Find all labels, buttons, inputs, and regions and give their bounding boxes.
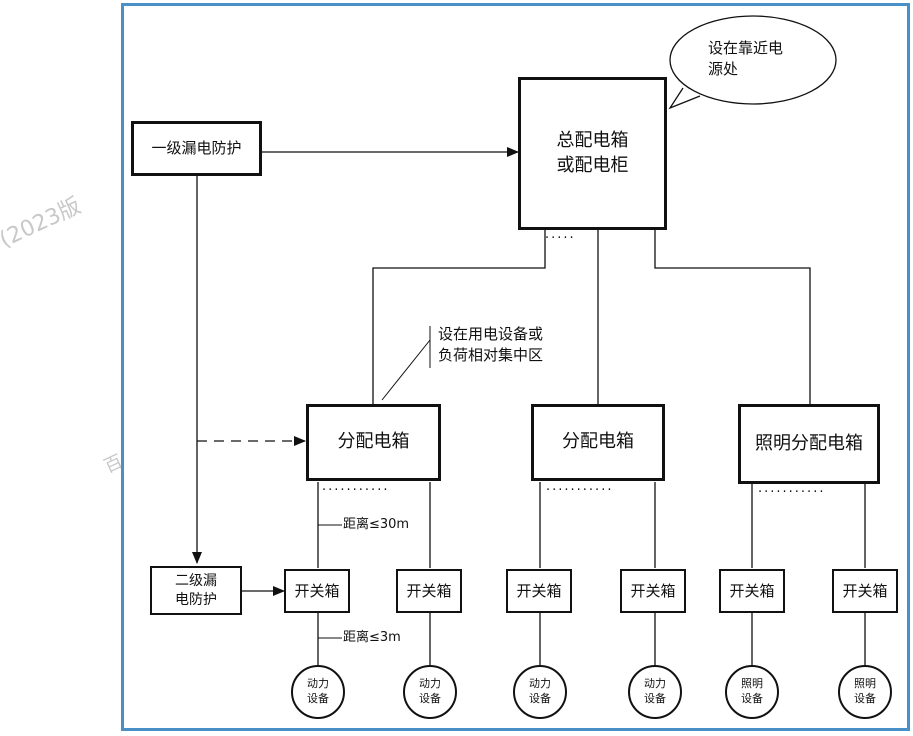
switch-box: 开关箱 — [284, 569, 350, 613]
diagram-frame — [121, 3, 910, 731]
switch-box: 开关箱 — [506, 569, 572, 613]
sub-distribution-box-1: 分配电箱 — [306, 404, 441, 481]
power-equipment: 动力 设备 — [403, 665, 457, 719]
distance-bracket-3m — [317, 637, 342, 650]
feeder-to-subbox-1 — [372, 230, 546, 404]
feeder-to-subbox-3 — [654, 230, 811, 404]
lighting-equipment: 照明 设备 — [725, 665, 779, 719]
power-equipment: 动力 设备 — [513, 665, 567, 719]
sub-box-3-dots: ........... — [758, 481, 826, 496]
power-equipment: 动力 设备 — [291, 665, 345, 719]
sub-box-1-dots: ........... — [322, 479, 390, 494]
lighting-equipment: 照明 设备 — [838, 665, 892, 719]
sub-note-leader — [381, 326, 431, 401]
switch-box: 开关箱 — [832, 569, 898, 613]
switch-box: 开关箱 — [719, 569, 785, 613]
distance-bracket-30m — [317, 524, 342, 540]
lighting-distribution-box: 照明分配电箱 — [738, 404, 880, 484]
switch-box: 开关箱 — [396, 569, 462, 613]
main-distribution-box: 总配电箱 或配电柜 — [518, 77, 667, 230]
level1-leakage-protection: 一级漏电防护 — [131, 121, 262, 176]
sub-box-note: 设在用电设备或 负荷相对集中区 — [438, 325, 544, 364]
level2-leakage-protection: 二级漏 电防护 — [150, 566, 242, 615]
sub-box-2-dots: ........... — [546, 479, 614, 494]
callout-tail — [668, 87, 701, 110]
main-box-note: 设在靠近电 源处 — [708, 39, 784, 78]
distance-label-3m: 距离≤3m — [343, 630, 401, 645]
power-equipment: 动力 设备 — [628, 665, 682, 719]
distance-label-30m: 距离≤30m — [343, 517, 410, 532]
callout-bubble — [669, 15, 837, 105]
switch-box: 开关箱 — [620, 569, 686, 613]
sub-distribution-box-2: 分配电箱 — [531, 404, 665, 481]
main-box-dots: ..... — [545, 227, 576, 242]
